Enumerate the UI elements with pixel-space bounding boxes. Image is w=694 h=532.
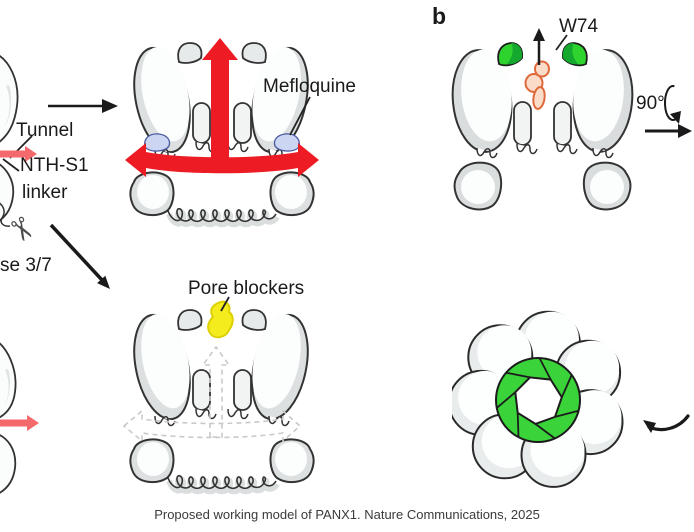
loop-squiggle [154, 415, 176, 427]
tunnel-flux-arrow-bottom [0, 415, 39, 431]
channel-open-side-view [125, 38, 319, 228]
mefloquine-pointer-line [289, 96, 311, 136]
channel-blocked-side-view [122, 296, 315, 495]
caspase-label: se 3/7 [0, 255, 52, 276]
pore-helix-left [513, 101, 532, 146]
intracellular-domain-right [269, 171, 315, 217]
pore-blocker-molecule [207, 300, 234, 339]
right-cap [241, 309, 267, 331]
pore-blockers-label: Pore blockers [188, 278, 305, 299]
tunnel-arrow-shape [0, 415, 39, 431]
pore-helix-right [233, 369, 252, 411]
pore-helix-left [192, 102, 211, 144]
domain-shading [4, 369, 11, 406]
transition-arrow-right-b [645, 124, 692, 138]
cterm-squiggle-shadow [166, 475, 280, 495]
left-cap [177, 42, 203, 64]
pore-helix-right [553, 101, 572, 146]
blocked-lateral-flux-arrow [122, 409, 302, 443]
domain-outline [0, 434, 17, 494]
left-domain [451, 49, 513, 153]
intracellular-domain-left [129, 438, 175, 484]
right-cap [241, 42, 267, 64]
cleaved-channel-partial-top [0, 55, 19, 227]
rotation-angle-label: 90° [636, 93, 665, 114]
intracellular-domain-left [453, 161, 503, 211]
w74-pointer-line [555, 34, 568, 51]
iris-pore-opening [514, 376, 563, 426]
loop-squiggle [268, 415, 290, 427]
cleaved-channel-partial-bottom [0, 342, 17, 494]
intracellular-domain-right [269, 438, 315, 484]
transition-arrow-right [48, 99, 118, 113]
atp-molecule [524, 60, 550, 110]
blocked-vertical-flux-arrow [201, 345, 231, 438]
w74-cap-right [561, 42, 588, 67]
iris-gate [495, 357, 581, 443]
loop-squiggle [476, 147, 498, 159]
domain-outline [0, 55, 19, 143]
cterm-squiggle [167, 207, 277, 223]
cterm-squiggle-shadow [166, 208, 280, 228]
domain-outline [0, 342, 17, 419]
tunnel-label: Tunnel [16, 120, 74, 141]
pore-blocker-pointer-line [220, 296, 230, 312]
left-domain [133, 313, 191, 421]
linker-squiggle [0, 202, 11, 227]
figure-caption: Proposed working model of PANX1. Nature … [154, 507, 540, 522]
rotation-axis-icon [663, 85, 681, 124]
cterm-squiggle [167, 474, 277, 490]
nth-s1-label-line1: NTH-S1 [20, 155, 89, 176]
pore-helix-left [192, 369, 211, 411]
loop-squiggle [195, 408, 217, 420]
loop-squiggle [556, 143, 578, 155]
vertical-flux-arrow [202, 38, 238, 173]
release-arrow-up [533, 28, 545, 65]
transition-arrow-diagonal [49, 223, 110, 289]
intracellular-domain-right [582, 161, 632, 211]
loop-squiggle [227, 408, 249, 420]
mefloquine-site-right [273, 133, 300, 152]
tunnel-arrow-shape [0, 146, 37, 162]
pore-helix-right [233, 102, 252, 144]
loop-squiggle [516, 143, 538, 155]
rotation-direction-arrow [643, 414, 690, 433]
mefloquine-label: Mefloquine [263, 76, 356, 97]
loop-squiggle [592, 147, 614, 159]
left-domain [133, 46, 191, 154]
right-domain [572, 49, 634, 153]
tunnel-flux-arrow-top [0, 146, 37, 162]
nth-s1-label-line2: linker [22, 182, 68, 203]
mefloquine-site-left [144, 133, 171, 152]
w74-label: W74 [559, 16, 599, 37]
w74-cap-left [497, 42, 524, 67]
panel-b-letter: b [432, 3, 447, 29]
left-cap [177, 309, 203, 331]
loop-squiggle [227, 141, 249, 153]
domain-shading [5, 85, 12, 126]
iris-blade-seams [496, 357, 579, 440]
intracellular-domain-left [129, 171, 175, 217]
channel-top-view-heptamer [452, 310, 624, 488]
channel-b-side-view [451, 28, 634, 211]
